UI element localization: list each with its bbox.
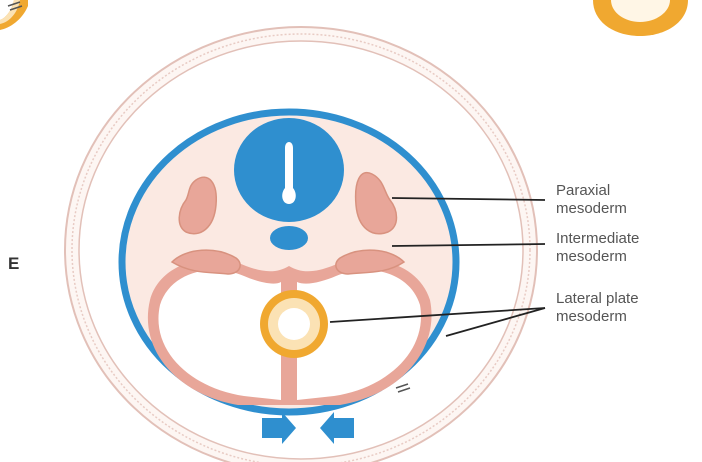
intermediate-label-line-2: mesoderm (556, 248, 639, 266)
paraxial-mesoderm-label: Paraxial mesoderm (556, 182, 627, 218)
intermediate-label-line-1: Intermediate (556, 230, 639, 248)
neural-tube (234, 118, 344, 222)
lateral-plate-label-line-2: mesoderm (556, 308, 639, 326)
dorsal-aorta (260, 290, 328, 358)
lateral-plate-mesoderm-label: Lateral plate mesoderm (556, 290, 639, 326)
paraxial-label-line-2: mesoderm (556, 200, 627, 218)
paraxial-label-line-1: Paraxial (556, 182, 627, 200)
top-right-partial-ring (593, 0, 688, 36)
panel-letter: E (8, 254, 19, 274)
notochord (270, 226, 308, 250)
intermediate-mesoderm-label: Intermediate mesoderm (556, 230, 639, 266)
lateral-plate-label-line-1: Lateral plate (556, 290, 639, 308)
